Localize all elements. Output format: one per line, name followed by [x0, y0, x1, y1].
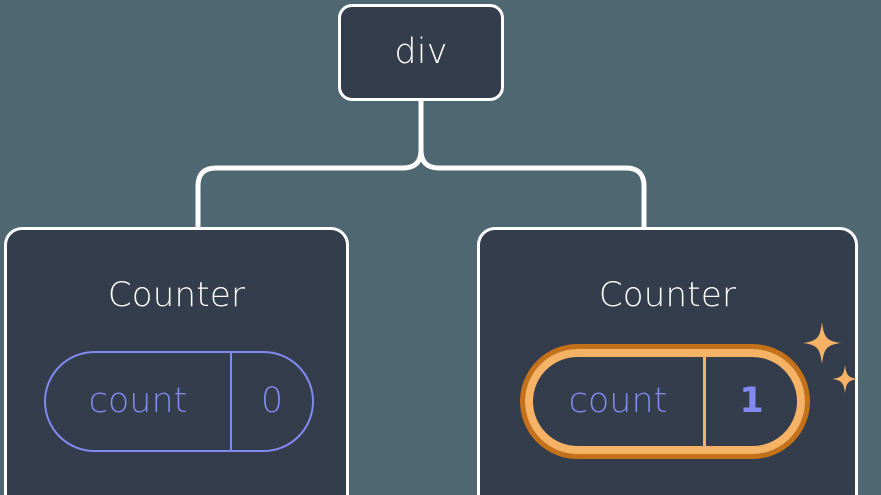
sparkle-icon-large — [803, 322, 841, 364]
node-label-counter-left: Counter — [107, 275, 246, 315]
tree-node-root[interactable]: div — [338, 4, 504, 101]
state-pill-inner-ring: count 1 — [525, 349, 805, 454]
tree-node-counter-left[interactable]: Counter count 0 — [4, 227, 349, 495]
sparkle-group — [803, 322, 858, 393]
state-key-right: count — [533, 357, 706, 446]
state-value-right: 1 — [739, 381, 764, 421]
tree-node-counter-right[interactable]: Counter count 1 — [477, 227, 858, 495]
sparkle-icon-small — [832, 365, 858, 393]
state-value-left: 0 — [260, 381, 284, 421]
node-label-root: div — [394, 32, 448, 72]
state-pill-count-left[interactable]: count 0 — [44, 351, 314, 452]
state-key-left: count — [46, 353, 232, 450]
state-pill-count-right[interactable]: count 1 — [520, 344, 810, 459]
node-label-counter-right: Counter — [598, 275, 737, 315]
